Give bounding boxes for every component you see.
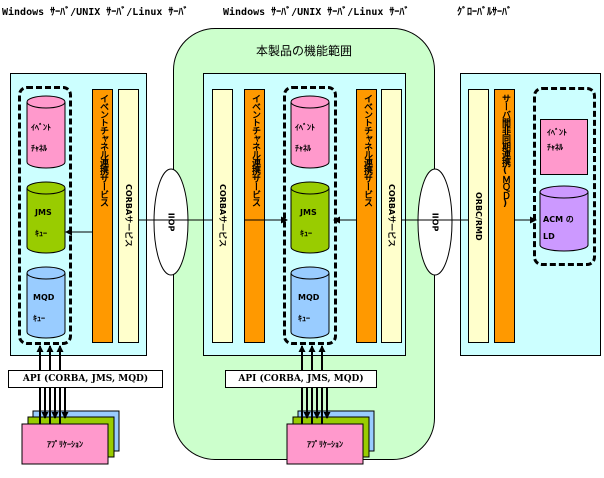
center-api-up-arrows <box>298 345 326 424</box>
left-application-stack <box>21 410 120 465</box>
left-api-box: API (CORBA, JMS, MQD) <box>8 370 163 388</box>
center-server-header: Windows ｻｰﾊﾞ/UNIX ｻｰﾊﾞ/Linux ｻｰﾊﾞ <box>223 7 410 18</box>
global-server-async-link: サーバ間非同期連携(ＭＱＤ) <box>494 89 515 343</box>
center-event-channel-text: ｲﾍﾞﾝﾄ ﾁｬﾈﾙ <box>295 120 315 156</box>
center-jms-label: JMS <box>300 208 317 217</box>
center-event-channel-link-service-left: イベントチャネル連携サービス <box>244 89 265 343</box>
center-corba-service-right: CORBAサービス <box>381 89 402 343</box>
center-application-stack <box>286 410 375 465</box>
center-jms-queue-label: ｷｭｰ <box>300 229 312 239</box>
left-jms-label: JMS <box>35 208 52 217</box>
global-acm-ld-text: ACM の LD <box>543 212 574 244</box>
global-event-channel-label-1: ｲﾍﾞﾝﾄ <box>547 128 567 137</box>
iiop-label-left: IIOP <box>167 213 176 232</box>
left-jms-queue-text: JMS ｷｭｰ <box>35 205 52 241</box>
iiop-oval-left <box>153 168 189 276</box>
product-scope-title: 本製品の機能範囲 <box>255 44 352 58</box>
center-mqd-queue-cylinder <box>290 266 330 339</box>
center-api-down-arrows <box>303 388 331 419</box>
global-acm-ld-cylinder <box>539 185 589 252</box>
ld-label: LD <box>543 232 555 242</box>
left-queue-group <box>18 86 72 345</box>
center-application-label: ｱﾌﾟﾘｹｰｼｮﾝ <box>307 439 343 449</box>
global-queue-group <box>533 87 596 266</box>
global-event-channel: ｲﾍﾞﾝﾄ ﾁｬﾈﾙ <box>540 119 588 175</box>
left-event-channel-text: ｲﾍﾞﾝﾄ ﾁｬﾈﾙ <box>31 120 51 156</box>
left-event-channel-cylinder <box>26 95 66 169</box>
left-event-channel-label-1: ｲﾍﾞﾝﾄ <box>31 123 51 132</box>
left-jms-queue-label: ｷｭｰ <box>35 229 47 239</box>
left-mqd-queue-cylinder <box>26 266 66 339</box>
center-event-channel-label-1: ｲﾍﾞﾝﾄ <box>295 123 315 132</box>
center-api-box: API (CORBA, JMS, MQD) <box>225 370 377 388</box>
center-queue-group <box>283 86 337 345</box>
global-server-header: ｸﾞﾛｰﾊﾞﾙｻｰﾊﾞ <box>457 7 512 18</box>
center-event-channel-cylinder <box>290 95 330 169</box>
iiop-label-right: IIOP <box>431 213 440 232</box>
left-event-channel-link-service: イベントチャネル連携サービス <box>92 89 113 343</box>
left-server-header: Windows ｻｰﾊﾞ/UNIX ｻｰﾊﾞ/Linux ｻｰﾊﾞ <box>2 7 189 18</box>
left-api-up-arrows <box>36 345 64 424</box>
global-event-channel-label-2: ﾁｬﾈﾙ <box>547 143 563 153</box>
center-jms-queue-cylinder <box>290 181 330 254</box>
center-event-channel-label-2: ﾁｬﾈﾙ <box>295 144 311 154</box>
left-mqd-label: MQD <box>33 293 55 302</box>
center-jms-queue-text: JMS ｷｭｰ <box>300 205 317 241</box>
iiop-oval-right <box>417 168 453 276</box>
global-orbc-rmd: ORBC/RMD <box>468 89 489 343</box>
center-event-channel-link-service-right: イベントチャネル連携サービス <box>356 89 377 343</box>
left-jms-queue-cylinder <box>26 181 66 254</box>
left-mqd-queue-label: ｷｭｰ <box>33 314 45 324</box>
left-application-label: ｱﾌﾟﾘｹｰｼｮﾝ <box>47 439 83 449</box>
center-mqd-queue-label: ｷｭｰ <box>298 314 310 324</box>
left-api-down-arrows <box>41 388 69 419</box>
acm-label: ACM の <box>543 215 574 224</box>
left-mqd-queue-text: MQD ｷｭｰ <box>33 290 54 326</box>
center-mqd-queue-text: MQD ｷｭｰ <box>298 290 319 326</box>
left-corba-service: CORBAサービス <box>118 89 139 343</box>
left-event-channel-label-2: ﾁｬﾈﾙ <box>31 144 47 154</box>
center-corba-service-left: CORBAサービス <box>212 89 233 343</box>
center-mqd-label: MQD <box>298 293 320 302</box>
